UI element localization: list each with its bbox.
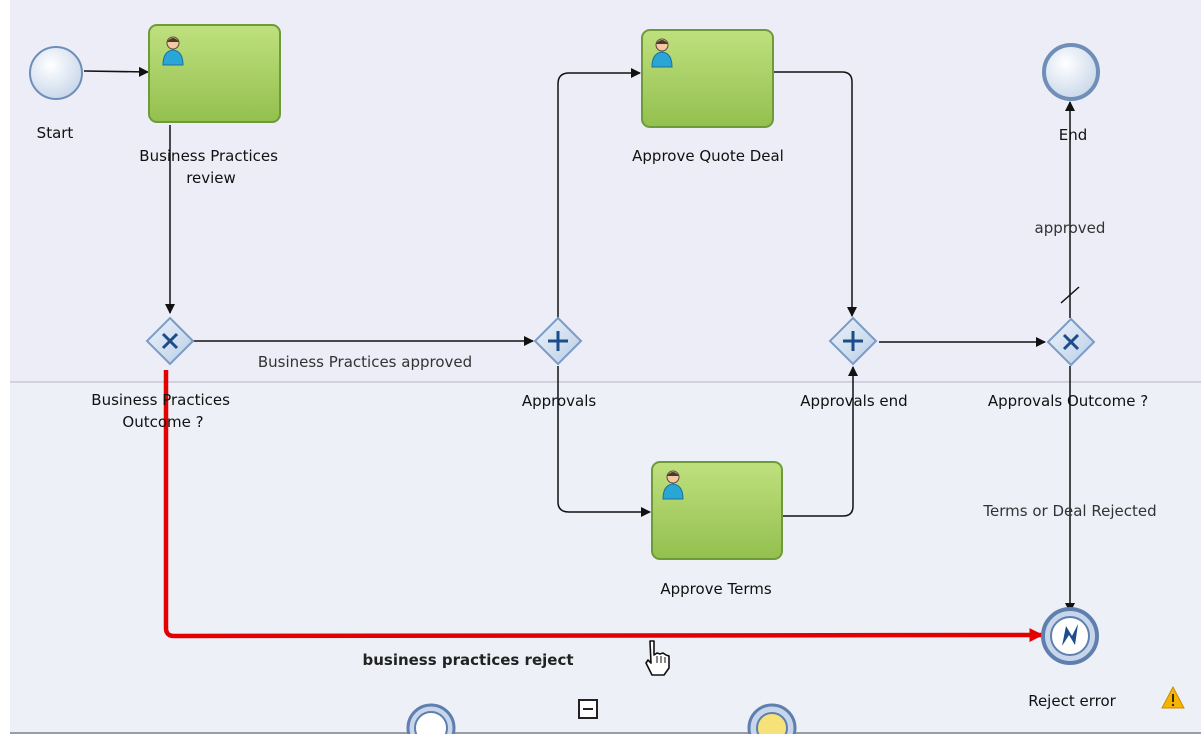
flow-quote-to-approvals-end[interactable] xyxy=(773,71,857,317)
lane-bottom xyxy=(0,383,1201,733)
parallel-gateway-plus-icon xyxy=(548,331,568,351)
gateway-business-practices-outcome-label: Business Practices Outcome ? xyxy=(91,391,234,431)
end-event[interactable] xyxy=(1042,43,1100,101)
flow-approvals-to-terms[interactable] xyxy=(557,366,651,517)
user-task-icon xyxy=(662,470,684,500)
task-business-practices-review-label: Business Practices review xyxy=(139,147,282,187)
gateway-business-practices-outcome[interactable] xyxy=(145,316,195,366)
gateway-approvals-outcome-label: Approvals Outcome ? xyxy=(988,392,1148,410)
task-business-practices-review[interactable] xyxy=(148,24,281,123)
exclusive-gateway-x-icon xyxy=(1062,333,1080,351)
error-lightning-icon xyxy=(1062,624,1078,646)
flow-terms-to-approvals-end[interactable] xyxy=(782,366,858,517)
start-event-label: Start xyxy=(37,124,74,142)
task-approve-terms-label: Approve Terms xyxy=(660,580,772,598)
task-approve-terms[interactable] xyxy=(651,461,783,560)
default-flow-mark xyxy=(1060,286,1080,304)
gateway-approvals-end-label: Approvals end xyxy=(800,392,907,410)
task-approve-quote-deal-label: Approve Quote Deal xyxy=(632,147,784,165)
flow-approved-label: approved xyxy=(1035,219,1106,237)
flow-start-to-review[interactable] xyxy=(83,66,149,77)
gateway-approvals-outcome[interactable] xyxy=(1046,317,1096,367)
exclusive-gateway-x-icon xyxy=(161,332,179,350)
gateway-approvals[interactable] xyxy=(533,316,583,366)
task-approve-quote-deal[interactable] xyxy=(641,29,774,128)
flow-business-practices-approved-label: Business Practices approved xyxy=(258,353,472,371)
flow-approved-to-end[interactable] xyxy=(1060,101,1080,318)
boundary-event-partial[interactable] xyxy=(406,703,456,741)
warning-icon[interactable] xyxy=(1161,685,1185,709)
reject-error-event[interactable] xyxy=(1041,607,1099,665)
flow-business-practices-reject-label: business practices reject xyxy=(362,651,573,669)
end-event-label: End xyxy=(1059,126,1088,144)
timer-event-partial[interactable] xyxy=(747,703,797,741)
parallel-gateway-plus-icon xyxy=(843,331,863,351)
user-task-icon xyxy=(162,36,184,66)
flow-terms-or-deal-rejected-label: Terms or Deal Rejected xyxy=(982,502,1156,520)
hand-cursor-icon xyxy=(645,640,670,676)
flow-approvals-to-quote[interactable] xyxy=(557,68,641,318)
collapse-marker-icon[interactable] xyxy=(578,699,598,719)
gateway-approvals-end[interactable] xyxy=(828,316,878,366)
flow-business-practices-reject[interactable] xyxy=(163,370,1044,643)
gateway-approvals-label: Approvals xyxy=(522,392,597,410)
reject-error-event-label: Reject error xyxy=(1028,692,1116,710)
user-task-icon xyxy=(651,38,673,68)
start-event[interactable] xyxy=(29,46,83,100)
